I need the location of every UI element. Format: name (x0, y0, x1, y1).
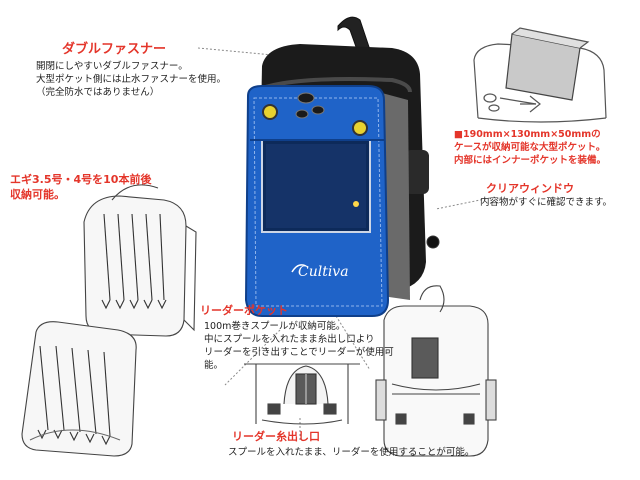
pocket-line-3: 内部にはインナーポケットを装備。 (454, 155, 607, 166)
egi-callout: エギ3.5号・4号を10本前後 収納可能。 (10, 172, 151, 202)
pocket-line-1: ■190mm×130mm×50mmの (454, 129, 601, 140)
brand-logo: Cultiva (298, 264, 349, 280)
leader-pocket-line-3: リーダーを引き出すことでリーダーが使用可能。 (204, 347, 394, 371)
leader-line-pocket-arrow (335, 315, 371, 371)
window-heading: クリアウィンドウ (486, 182, 574, 195)
zipper-line-3: （完全防水ではありません） (36, 87, 160, 98)
leader-line-leader-pocket (224, 329, 281, 386)
zipper-heading: ダブルファスナー (62, 42, 167, 57)
back-sketch (375, 285, 497, 457)
leader-pocket-line-2: 中にスプールを入れたまま糸出し口より (204, 334, 375, 345)
zipper-description: 開閉にしやすいダブルファスナー。 大型ポケット側には止水ファスナーを使用。 （完… (36, 60, 236, 99)
egi-sketch (21, 184, 197, 457)
leader-line-window (435, 197, 491, 210)
egi-line-2: 収納可能。 (10, 188, 65, 201)
pocket-line-2: ケースが収納可能な大型ポケット。 (454, 142, 606, 153)
leader-outlet-heading: リーダー糸出し口 (232, 430, 320, 443)
zipper-line-1: 開閉にしやすいダブルファスナー。 (36, 61, 188, 72)
leader-pocket-description: 100m巻きスプールが収納可能。 中にスプールを入れたまま糸出し口より リーダー… (204, 320, 394, 372)
leader-pocket-line-1: 100m巻きスプールが収納可能。 (204, 321, 346, 332)
egi-line-1: エギ3.5号・4号を10本前後 (10, 173, 152, 186)
leader-pocket-heading: リーダーポケット (200, 304, 288, 317)
main-bag: Cultiva (244, 16, 440, 317)
pocket-sketch (473, 27, 607, 123)
pocket-callout: ■190mm×130mm×50mmの ケースが収納可能な大型ポケット。 内部には… (454, 128, 606, 167)
leader-outlet-description: スプールを入れたまま、リーダーを使用することが可能。 (228, 447, 475, 458)
window-description: 内容物がすぐに確認できます。 (480, 197, 613, 208)
leader-sketch (244, 363, 360, 425)
zipper-line-2: 大型ポケット側には止水ファスナーを使用。 (36, 74, 227, 85)
